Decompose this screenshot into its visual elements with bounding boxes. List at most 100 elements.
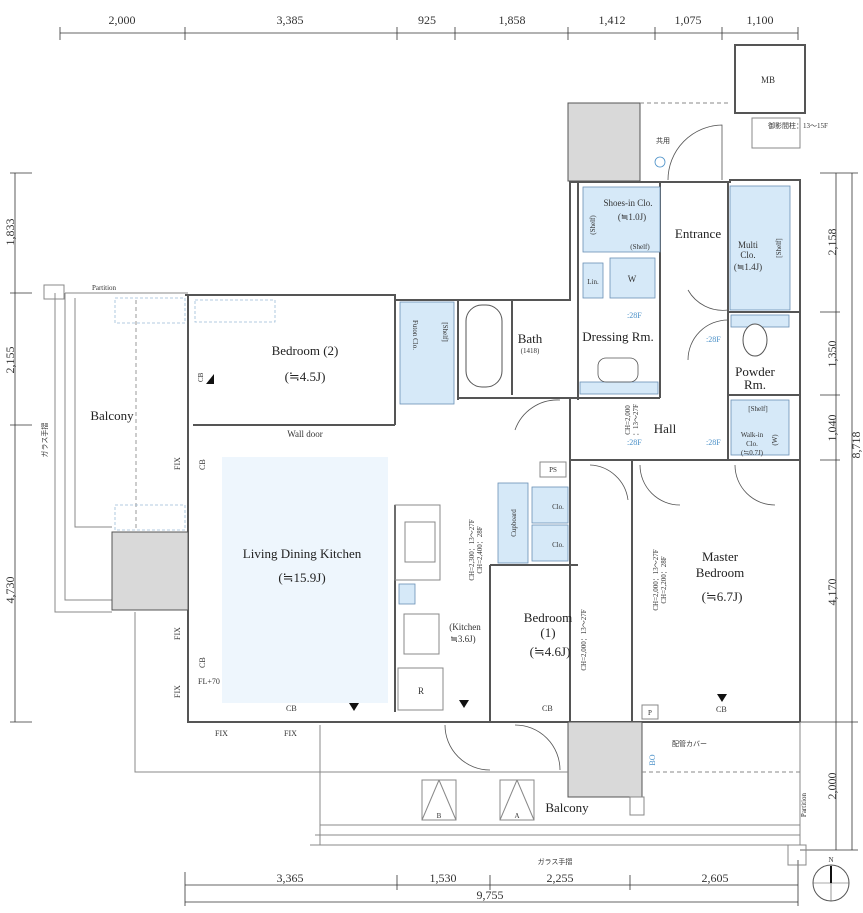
master-size: (≒6.7J) — [702, 589, 743, 604]
living-dining-kitchen: Living Dining Kitchen (≒15.9J) FIX CB FI… — [173, 457, 362, 738]
dim-top-5: 1,412 — [599, 13, 626, 27]
cb-label-2: CB — [198, 459, 207, 470]
mb-label: MB — [761, 75, 775, 85]
dim-top-2: 3,385 — [277, 13, 304, 27]
fix-label-5: FIX — [284, 729, 297, 738]
fix-label-2: FIX — [173, 627, 182, 640]
bedroom1-label: Bedroom — [524, 610, 572, 625]
ch-kitchen-2: CH=2,400：28F — [476, 526, 484, 573]
north-label: N — [828, 856, 833, 864]
cb-label-3: CB — [198, 657, 207, 668]
cb-label-6: CB — [716, 705, 727, 714]
dim-right-total: 8,718 — [849, 432, 863, 459]
right-dimensions: 2,158 1,350 1,040 4,170 2,000 8,718 — [780, 172, 863, 851]
clo-label-2: Clo. — [552, 541, 564, 549]
shoes-shelf-2: (Shelf) — [630, 243, 650, 251]
kitchen: R (Kitchen ≒3.6J) CH=2,300：13～27F CH=2,4… — [394, 504, 484, 711]
f28-2: :28F — [706, 335, 721, 344]
walkin-size: (≒0.7J) — [741, 449, 764, 457]
bath-size: (1418) — [521, 347, 540, 355]
unit-b-label: B — [437, 812, 442, 820]
dim-bottom-3: 2,255 — [547, 871, 574, 885]
bedroom2-size: (≒4.5J) — [285, 369, 326, 384]
dim-top-6: 1,075 — [675, 13, 702, 27]
ch-kitchen-1: CH=2,300：13～27F — [468, 519, 476, 580]
partition-label: Partition — [92, 284, 117, 292]
dim-left-3: 4,730 — [3, 577, 17, 604]
multi-size: (≒1.4J) — [734, 262, 762, 272]
column-left — [111, 531, 189, 611]
dim-right-1: 2,158 — [825, 229, 839, 256]
ch-hall-2: ：13～27F — [632, 404, 640, 436]
ldk-floor — [222, 457, 388, 703]
dim-top-4: 1,858 — [499, 13, 526, 27]
fix-label-3: FIX — [173, 685, 182, 698]
pipe-cover-label: 配管カバー — [672, 739, 707, 748]
walkin-w: (W) — [771, 434, 779, 446]
glass-rail-bottom: ガラス手摺 — [538, 857, 573, 866]
ps-label: PS — [549, 466, 557, 474]
cb-label-1: CB — [197, 372, 205, 382]
ch-master-1: CH=2,000：13～27F — [652, 549, 660, 610]
dressing-room: Lin. W Dressing Rm. — [579, 257, 659, 395]
cupboard-label: Cupboard — [510, 509, 518, 537]
column-top — [567, 102, 641, 182]
column-note: 御影間柱：13～15F — [768, 121, 828, 130]
bedroom1-size: (≒4.6J) — [530, 644, 571, 659]
f28-3: :28F — [627, 438, 642, 447]
ch-hall-1: CH=2,000 — [624, 405, 632, 435]
fix-label-4: FIX — [215, 729, 228, 738]
dim-left-2: 2,155 — [3, 347, 17, 374]
bo-label: BO — [648, 754, 657, 765]
bottom-balcony: B A Balcony ガラス手摺 配管カバー BO Partition — [134, 612, 808, 866]
dim-right-4: 4,170 — [825, 579, 839, 606]
fridge-label: R — [418, 686, 424, 696]
dim-left-1: 1,833 — [3, 219, 17, 246]
linen-label: Lin. — [587, 278, 599, 286]
entrance-door[interactable]: 共用 — [654, 124, 723, 181]
shoes-shelf-1: (Shelf) — [589, 215, 597, 235]
top-dimensions: 2,000 3,385 925 1,858 1,412 1,075 1,100 — [59, 13, 799, 40]
powder-room: Powder Rm. — [687, 289, 790, 392]
shoes-size: (≒1.0J) — [618, 212, 646, 222]
futon-closet: Futon Clo. [Shelf] — [399, 301, 455, 405]
bath: Bath (1418) — [465, 304, 543, 388]
ldk-label: Living Dining Kitchen — [243, 546, 362, 561]
storage: Cupboard Clo. Clo. PS — [497, 461, 569, 564]
f28-4: :28F — [706, 438, 721, 447]
bath-label: Bath — [518, 331, 543, 346]
left-balcony: Partition Balcony ガラス手摺 — [40, 284, 188, 613]
common-label: 共用 — [656, 136, 670, 145]
kitchen-label: (Kitchen — [449, 622, 481, 632]
left-dimensions: 1,833 2,155 4,730 — [3, 172, 32, 723]
column-bottom — [567, 721, 643, 798]
dressing-label: Dressing Rm. — [582, 329, 654, 344]
powder-label-1: Powder — [735, 364, 775, 379]
washer-label: W — [628, 274, 637, 284]
bedroom1-num: (1) — [540, 625, 555, 640]
bedroom-2: Bedroom (2) (≒4.5J) Wall door CB — [194, 299, 338, 439]
dim-right-3: 1,040 — [825, 415, 839, 442]
walls — [185, 179, 801, 723]
fix-label-1: FIX — [173, 457, 182, 470]
dim-bottom-total: 9,755 — [477, 888, 504, 902]
glass-rail-left: ガラス手摺 — [40, 423, 49, 458]
partition-bottom-label: Partition — [800, 792, 808, 817]
cb-label-4: CB — [286, 704, 297, 713]
balcony-left-label: Balcony — [90, 408, 134, 423]
dim-bottom-1: 3,365 — [277, 871, 304, 885]
walkin-label-2: Clo. — [746, 440, 758, 448]
futon-shelf: [Shelf] — [441, 322, 449, 341]
master-label-1: Master — [702, 549, 739, 564]
walkin-shelf: [Shelf] — [748, 405, 767, 413]
walkin-label-1: Walk-in — [741, 431, 764, 439]
ldk-size: (≒15.9J) — [278, 570, 325, 585]
kitchen-size: ≒3.6J) — [450, 634, 475, 644]
dim-top-1: 2,000 — [109, 13, 136, 27]
wall-door-label: Wall door — [287, 429, 323, 439]
bedroom-1: Bedroom (1) (≒4.6J) CH=2,000：13～27F CB — [524, 609, 588, 713]
multi-label-1: Multi — [738, 240, 759, 250]
clo-label-1: Clo. — [552, 503, 564, 511]
dim-top-7: 1,100 — [747, 13, 774, 27]
fl70-label: FL+70 — [198, 677, 220, 686]
